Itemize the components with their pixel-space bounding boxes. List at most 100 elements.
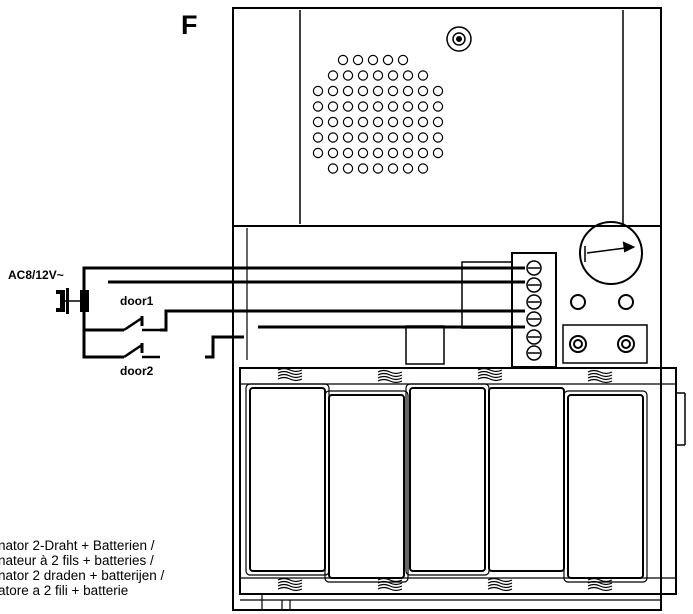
battery bbox=[563, 390, 648, 583]
grill-hole bbox=[327, 101, 339, 112]
grill-hole bbox=[357, 70, 369, 81]
grill-hole bbox=[357, 85, 369, 97]
wiring bbox=[82, 266, 525, 359]
grill-hole bbox=[417, 101, 429, 112]
grill-hole bbox=[387, 132, 399, 143]
grill-hole bbox=[387, 147, 399, 159]
grill-hole bbox=[342, 116, 354, 128]
chime-housing bbox=[232, 7, 662, 611]
battery bbox=[245, 383, 330, 576]
grill-hole bbox=[372, 70, 384, 81]
grill-hole bbox=[402, 147, 414, 159]
grill-hole bbox=[312, 85, 324, 97]
grill-hole bbox=[357, 147, 369, 159]
battery-compartment bbox=[239, 367, 686, 610]
caption-line: nator 2 draden + batterijen / bbox=[0, 568, 165, 583]
grill-hole bbox=[327, 70, 339, 81]
grill-hole bbox=[342, 147, 354, 159]
grill-hole bbox=[312, 116, 324, 128]
caption-line: atore a 2 fili + batterie bbox=[0, 583, 129, 598]
grill-hole bbox=[417, 85, 429, 97]
battery bbox=[405, 383, 490, 576]
grill-hole bbox=[327, 132, 339, 143]
caption-line: nateur à 2 fils + batteries / bbox=[0, 553, 154, 568]
grill-hole bbox=[372, 132, 384, 143]
battery-spring-icon bbox=[587, 577, 613, 592]
power-label: AC8/12V~ bbox=[8, 268, 64, 282]
grill-hole bbox=[417, 132, 429, 143]
door1-switch-icon bbox=[123, 316, 160, 332]
top-screw-icon bbox=[446, 26, 472, 52]
grill-hole bbox=[402, 101, 414, 112]
transformer-box bbox=[405, 325, 445, 365]
grill-hole bbox=[397, 54, 409, 66]
battery-spring-icon bbox=[487, 577, 513, 592]
grill-hole bbox=[417, 116, 429, 128]
grill-hole bbox=[387, 101, 399, 112]
grill-hole bbox=[387, 163, 399, 174]
battery-spring-icon bbox=[587, 369, 613, 384]
volume-knob-icon bbox=[575, 221, 648, 285]
grill-hole bbox=[432, 116, 444, 128]
terminal-screw-icon bbox=[526, 277, 542, 293]
grill-hole bbox=[357, 101, 369, 112]
grill-hole bbox=[342, 85, 354, 97]
grill-hole bbox=[312, 101, 324, 112]
grill-hole bbox=[417, 70, 429, 81]
grill-hole bbox=[432, 147, 444, 159]
grill-hole bbox=[367, 54, 379, 66]
grill-hole bbox=[432, 85, 444, 97]
grill-hole bbox=[342, 132, 354, 143]
indicator-hole-left bbox=[570, 294, 586, 310]
battery-spring-icon bbox=[277, 367, 303, 382]
battery-spring-icon bbox=[277, 577, 303, 592]
indicator-hole-right bbox=[618, 294, 634, 310]
battery-spring-icon bbox=[377, 577, 403, 592]
grill-hole bbox=[312, 147, 324, 159]
grill-hole bbox=[402, 70, 414, 81]
terminal-screw-icon bbox=[526, 311, 542, 327]
caption-line: nator 2-Draht + Batterien / bbox=[0, 538, 155, 553]
terminal-screw-icon bbox=[526, 345, 542, 361]
grill-hole bbox=[312, 132, 324, 143]
terminal-screw-icon bbox=[526, 329, 542, 345]
grill-hole bbox=[357, 163, 369, 174]
grill-hole bbox=[387, 116, 399, 128]
grill-hole bbox=[357, 116, 369, 128]
selector-block bbox=[562, 324, 648, 364]
grill-hole bbox=[402, 163, 414, 174]
wire-1 bbox=[82, 266, 525, 292]
grill-hole bbox=[387, 70, 399, 81]
grill-hole bbox=[402, 85, 414, 97]
grill-hole bbox=[337, 54, 349, 66]
grill-hole bbox=[402, 116, 414, 128]
grill-hole bbox=[372, 85, 384, 97]
grill-hole bbox=[417, 147, 429, 159]
grill-hole bbox=[432, 101, 444, 112]
door2-label: door2 bbox=[120, 364, 154, 378]
figure-letter: F bbox=[181, 10, 198, 40]
battery bbox=[488, 387, 565, 572]
grill-hole bbox=[372, 101, 384, 112]
grill-hole bbox=[372, 116, 384, 128]
grill-hole bbox=[357, 132, 369, 143]
power-supply-icon bbox=[56, 288, 89, 314]
wire-door1 bbox=[160, 309, 525, 332]
grill-hole bbox=[387, 85, 399, 97]
grill-hole bbox=[352, 54, 364, 66]
grill-hole bbox=[342, 101, 354, 112]
grill-hole bbox=[402, 132, 414, 143]
wire-door2 bbox=[205, 335, 244, 359]
grill-hole bbox=[382, 54, 394, 66]
battery-spring-icon bbox=[377, 369, 403, 384]
door1-label: door1 bbox=[120, 294, 154, 308]
grill-hole bbox=[432, 132, 444, 143]
terminal-screw-icon bbox=[526, 260, 542, 276]
grill-hole bbox=[372, 147, 384, 159]
grill-hole bbox=[417, 163, 429, 174]
grill-hole bbox=[327, 85, 339, 97]
grill-hole bbox=[327, 163, 339, 174]
battery bbox=[324, 390, 409, 583]
terminal-screw-icon bbox=[526, 294, 542, 310]
